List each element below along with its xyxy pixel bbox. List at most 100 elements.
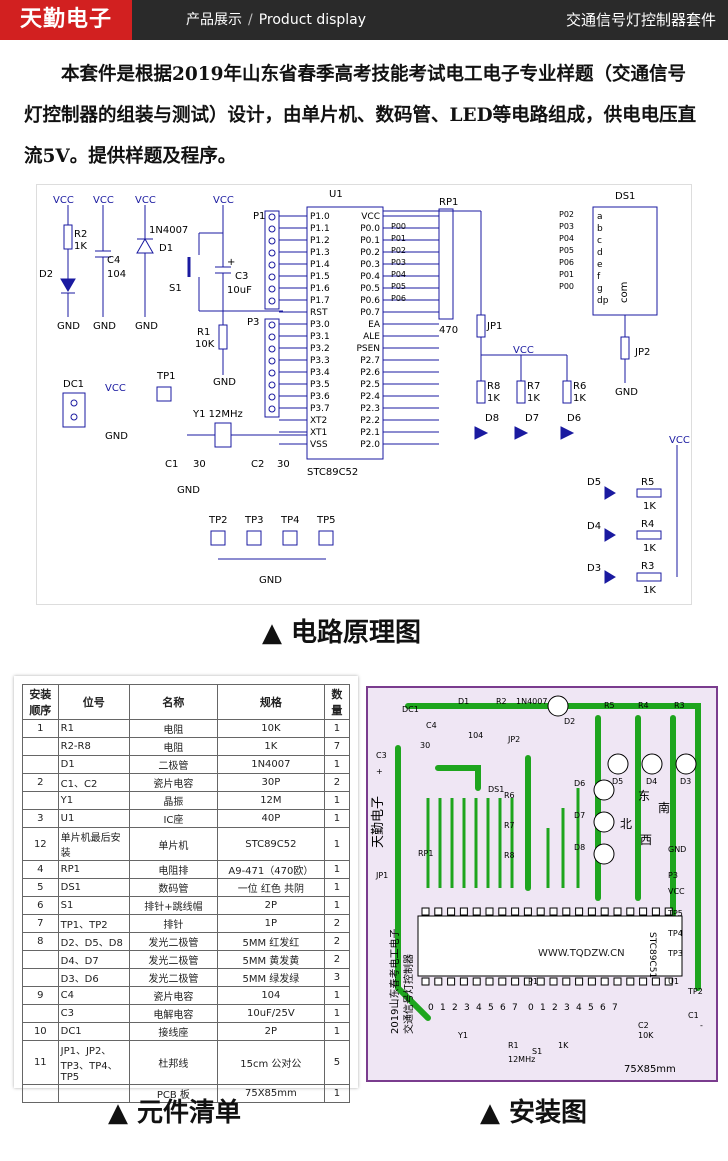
u1-right-pin-label: P2.4	[360, 392, 380, 402]
pcb-component-label: TP4	[667, 929, 683, 938]
p0-net-label: P04	[391, 270, 406, 279]
pcb-component-label: R3	[674, 701, 685, 710]
gnd-label-8: GND	[259, 575, 282, 586]
breadcrumb: 产品展示/Product display	[186, 0, 366, 40]
bom-cell: 1	[22, 719, 59, 738]
bom-cell: PCB 板	[128, 1084, 218, 1103]
r1-label: R1	[197, 327, 210, 338]
u1-right-pin-label: P0.2	[360, 248, 380, 258]
intro-text: 本套件是根据2019年山东省春季高考技能考试电工电子专业样题（交通信号灯控制器的…	[24, 54, 704, 177]
bom-col-name: 名称	[128, 684, 218, 720]
jp2-label: JP2	[634, 347, 650, 358]
ds1-label: DS1	[615, 191, 635, 202]
pcb-pad	[575, 977, 584, 986]
u1-right-pin-label: P2.1	[360, 428, 380, 438]
pcb-component-label: C4	[426, 721, 437, 730]
pcb-component-label: R4	[638, 701, 649, 710]
bom-cell	[22, 950, 59, 969]
bom-cell	[22, 968, 59, 987]
ds1-net-label: P03	[559, 222, 574, 231]
pcb-component-label: D1	[458, 697, 469, 706]
pcb-pad	[651, 907, 660, 916]
pcb-pad	[498, 977, 507, 986]
tp3-label: TP3	[244, 515, 264, 526]
u1-right-pin-label: P0.5	[360, 284, 380, 294]
bom-cell: TP1、TP2	[57, 914, 130, 933]
bom-cell: 一位 红色 共阴	[216, 878, 325, 897]
pcb-subtitle: 交通信号灯控制器	[402, 954, 415, 1034]
pcb-component-label: DC1	[402, 705, 419, 714]
nav-product-cn[interactable]: 产品展示	[186, 12, 242, 28]
p0-net-label: P00	[391, 222, 406, 231]
u1-left-pin-label: P1.7	[310, 296, 330, 306]
bom-cell: 1	[323, 860, 351, 879]
pcb-digit: 2	[452, 1003, 458, 1013]
bom-cell: 排针	[128, 914, 218, 933]
bom-cell: 5MM 红发红	[216, 932, 325, 951]
bom-cell: RP1	[57, 860, 130, 879]
u1-left-pin-label: P3.4	[310, 368, 330, 378]
bom-cell: 4	[22, 860, 59, 879]
bom-cell: 40P	[216, 809, 325, 828]
nav-product-en[interactable]: Product display	[258, 12, 367, 28]
bom-cell: C3	[57, 1004, 130, 1023]
bom-cell: DC1	[57, 1022, 130, 1041]
u1-left-pin-label: RST	[310, 308, 328, 318]
pcb-component-label: TP3	[667, 949, 683, 958]
r5-value: 1K	[643, 501, 656, 512]
bom-cell: 1	[323, 809, 351, 828]
bom-cell: 电解电容	[128, 1004, 218, 1023]
pcb-digit: 5	[488, 1003, 494, 1013]
bom-cell: 30P	[216, 773, 325, 792]
r2-label: R2	[74, 229, 87, 240]
bom-cell: 10K	[216, 719, 325, 738]
pcb-pad	[459, 977, 468, 986]
pcb-component-label: Y1	[457, 1031, 468, 1040]
bom-cell: 2P	[216, 896, 325, 915]
c4-value: 104	[107, 269, 126, 280]
pcb-component-label: RP1	[418, 849, 433, 858]
pcb-pad	[651, 977, 660, 986]
bom-cell: U1	[57, 809, 130, 828]
r4-label: R4	[641, 519, 654, 530]
ds1-com: com	[619, 282, 630, 303]
pcb-pad	[562, 977, 571, 986]
pcb-component-label: GND	[668, 845, 686, 854]
bom-cell: 15cm 公对公	[216, 1040, 325, 1085]
d1-value: 1N4007	[149, 225, 188, 236]
pcb-pad	[664, 907, 673, 916]
brand-logo: 天勤电子	[0, 0, 132, 40]
pcb-pad	[434, 977, 443, 986]
u1-right-pin-label: P2.3	[360, 404, 380, 414]
d5-label: D5	[587, 477, 601, 488]
pcb-pad	[562, 907, 571, 916]
schematic-caption: ▲ 电路原理图	[262, 618, 422, 648]
vcc-label-2: VCC	[93, 195, 114, 206]
vcc-label-1: VCC	[53, 195, 74, 206]
bom-cell: 1P	[216, 914, 325, 933]
bom-cell	[22, 1084, 59, 1103]
bom-cell: 5MM 绿发绿	[216, 968, 325, 987]
r3-value: 1K	[643, 585, 656, 596]
c2-label: C2	[251, 459, 264, 470]
pcb-pad	[434, 907, 443, 916]
bom-cell: 发光二极管	[128, 968, 218, 987]
r4-value: 1K	[643, 543, 656, 554]
pcb-component-label: 104	[468, 731, 483, 740]
ds1-segment-label: c	[597, 236, 602, 246]
pcb-pad	[511, 907, 520, 916]
u1-left-pin-label: P3.7	[310, 404, 330, 414]
u1-title: U1	[329, 189, 343, 200]
pcb-pad	[472, 907, 481, 916]
bom-cell: 9	[22, 986, 59, 1005]
u1-left-pin-label: XT2	[310, 416, 327, 426]
pcb-component-label: R8	[504, 851, 515, 860]
pcb-pad	[447, 907, 456, 916]
vcc-label-3: VCC	[135, 195, 156, 206]
pcb-chip-label: STC89C51	[647, 932, 657, 978]
